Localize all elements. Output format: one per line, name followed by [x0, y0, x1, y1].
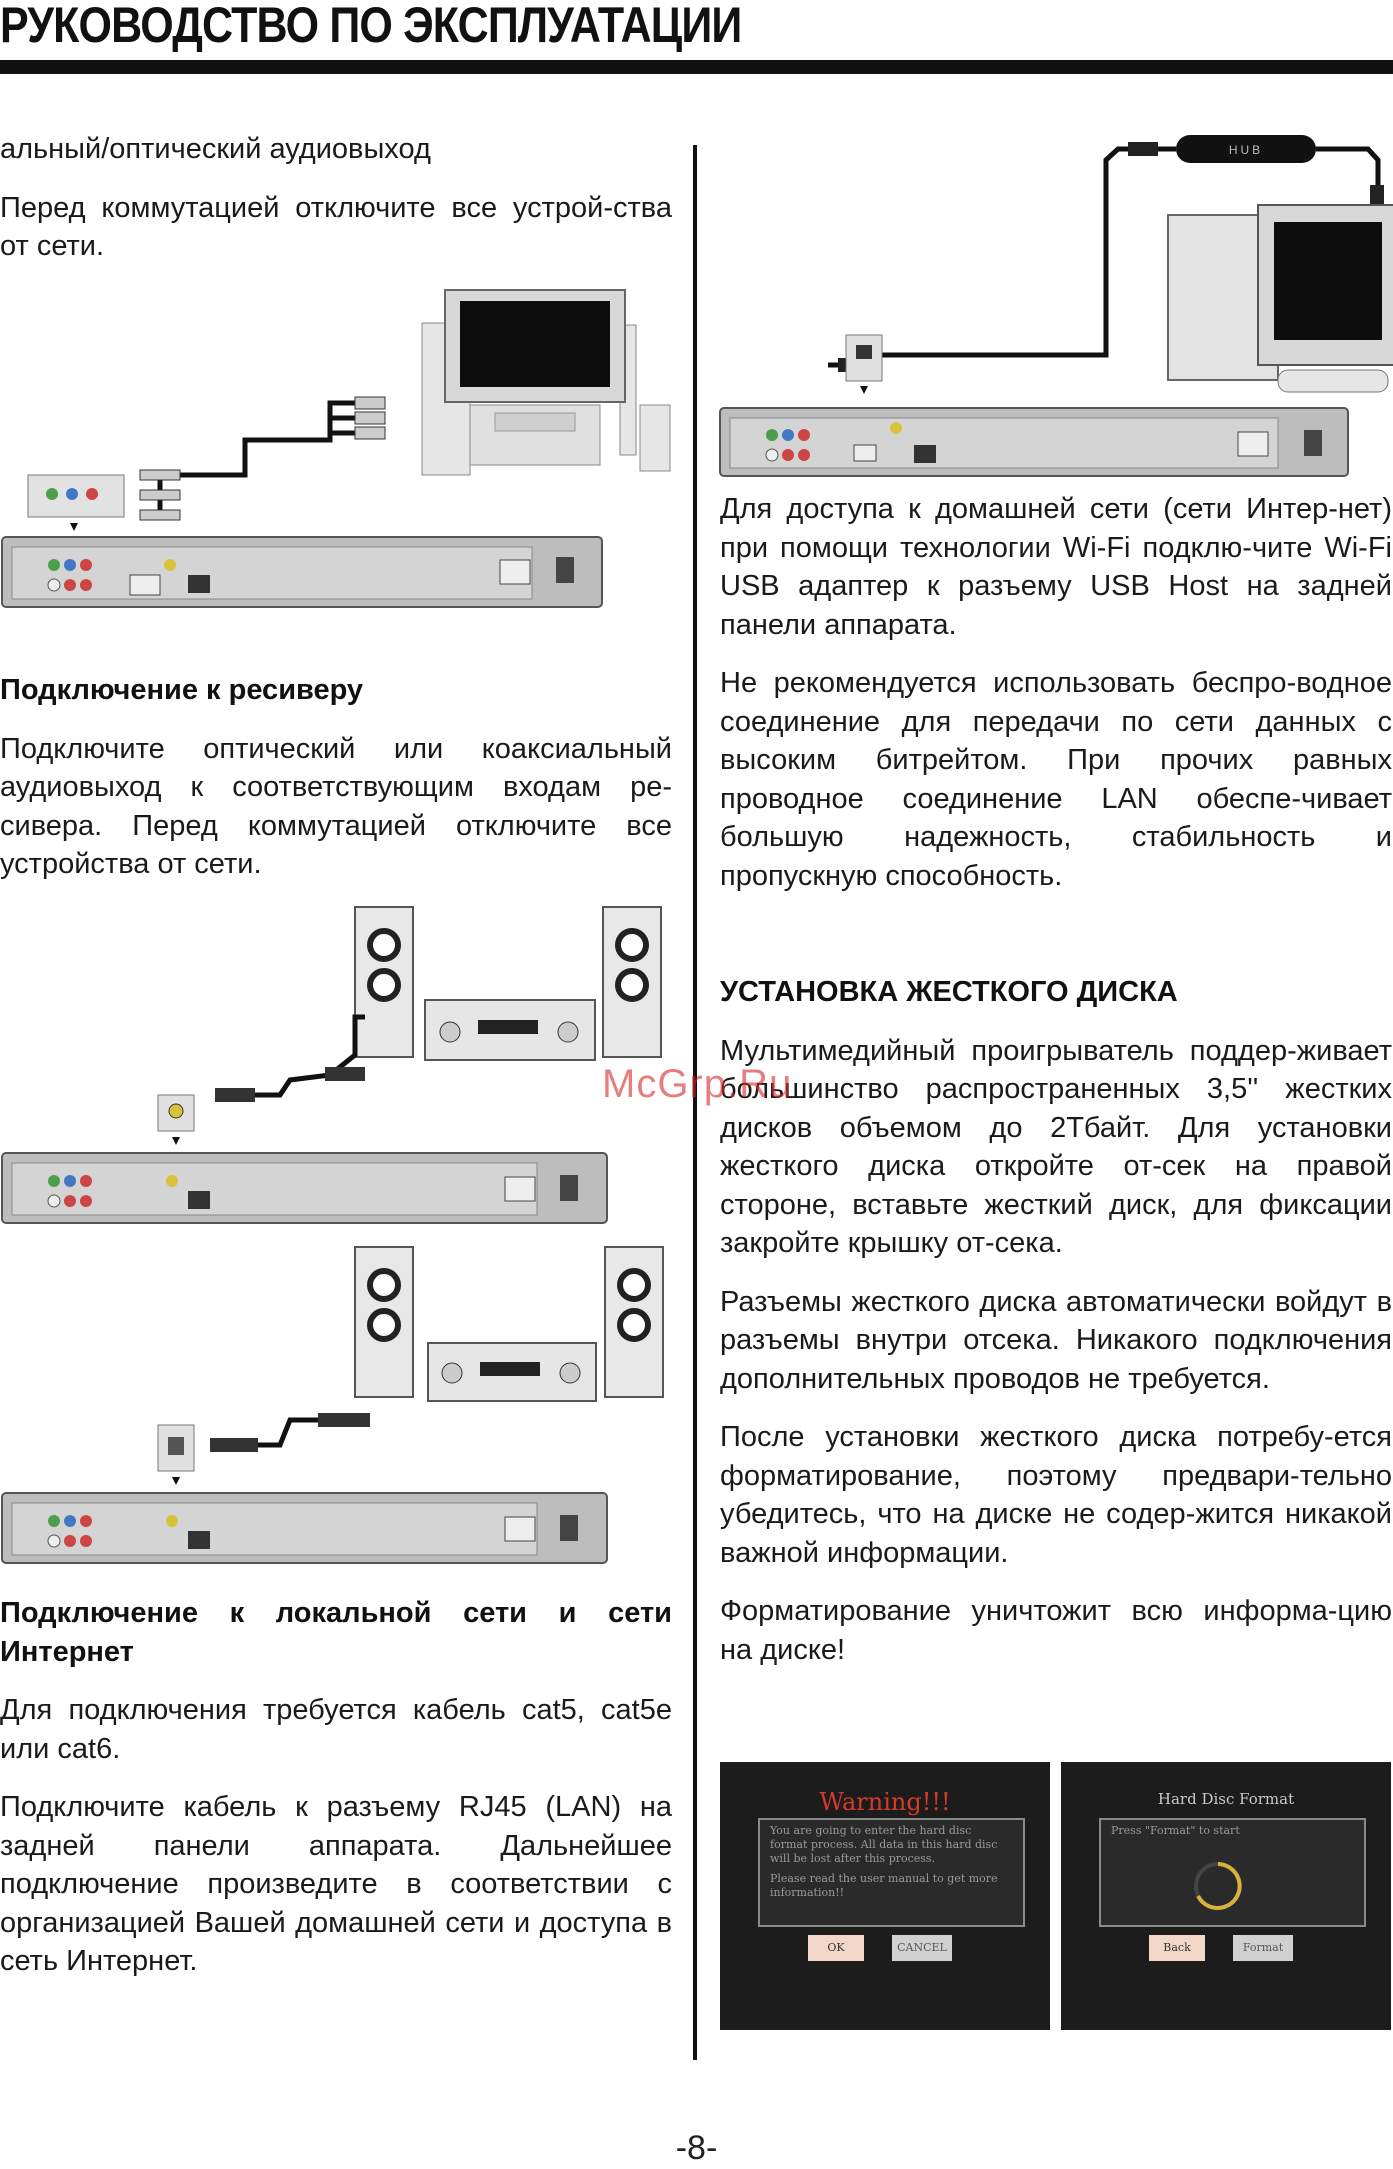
warning-message-box: You are going to enter the hard disc for… [758, 1818, 1025, 1927]
lan-paragraph-1: Для подключения требуется кабель cat5, c… [0, 1694, 672, 1765]
left-intro: альный/оптический аудиовыход Перед комму… [0, 130, 672, 286]
watermark: McGrp.Ru [602, 1062, 793, 1106]
hub-label: HUB [1229, 143, 1263, 157]
format-button[interactable]: Format [1233, 1935, 1293, 1961]
tv-icon [421, 289, 671, 476]
hdd-paragraph-2: Разъемы жесткого диска автоматически вой… [720, 1285, 1392, 1395]
cancel-button[interactable]: CANCEL [892, 1935, 952, 1961]
lan-hub-figure: HUB [718, 130, 1393, 480]
page-title: РУКОВОДСТВО ПО ЭКСПЛУАТАЦИИ [0, 0, 742, 53]
speaker-icon [354, 906, 662, 1058]
lan-port-icon [845, 334, 883, 382]
hdd-paragraph-1: Мультимедийный проигрыватель поддер-жива… [720, 1034, 1392, 1260]
tv-connection-figure [0, 285, 680, 615]
lan-paragraph-2: Подключите кабель к разъему RJ45 (LAN) н… [0, 1791, 672, 1977]
hub-icon: HUB [1176, 135, 1316, 163]
wifi-section: Для доступа к домашней сети (сети Интер-… [720, 490, 1392, 915]
hdd-heading: УСТАНОВКА ЖЕСТКОГО ДИСКА [720, 976, 1178, 1008]
receiver-icon [424, 999, 596, 1061]
format-prompt: Press "Format" to start [1111, 1824, 1240, 1837]
optical-port-icon [157, 1424, 195, 1472]
player-back-panel-icon [1, 536, 603, 608]
column-divider [693, 145, 697, 2060]
receiver-paragraph: Подключите оптический или коаксиальный а… [0, 732, 672, 881]
format-title: Hard Disc Format [1157, 1790, 1295, 1808]
receiver-coax-figure [0, 905, 680, 1235]
warning-dialog: Warning!!! You are going to enter the ha… [720, 1762, 1050, 2030]
computer-icon [1167, 204, 1393, 393]
receiver-section: Подключение к ресиверу Подключите оптиче… [0, 671, 672, 904]
warning-message: You are going to enter the hard disc for… [770, 1824, 998, 1865]
lan-section: Подключение к локальной сети и сети Инте… [0, 1594, 672, 2001]
back-button[interactable]: Back [1149, 1935, 1205, 1961]
wired-paragraph: Не рекомендуется использовать беспро-вод… [720, 667, 1392, 892]
intro-line: альный/оптический аудиовыход [0, 133, 431, 165]
receiver-heading: Подключение к ресиверу [0, 674, 364, 706]
hdd-paragraph-3: После установки жесткого диска потребу-е… [720, 1421, 1392, 1569]
receiver-optical-figure [0, 1245, 680, 1575]
hdd-section: УСТАНОВКА ЖЕСТКОГО ДИСКА Мультимедийный … [720, 973, 1392, 1689]
ok-button[interactable]: OK [808, 1935, 864, 1961]
page-number: -8- [675, 2129, 718, 2167]
warning-title: Warning!!! [819, 1788, 951, 1816]
warning-note: Please read the user manual to get more … [770, 1872, 998, 1899]
intro-paragraph: Перед коммутацией отключите все устрой-с… [0, 191, 672, 263]
title-rule [0, 60, 1393, 74]
hdd-paragraph-4: Форматирование уничтожит всю информа-цию… [720, 1595, 1392, 1666]
spinner-icon [1194, 1862, 1242, 1910]
wifi-paragraph: Для доступа к домашней сети (сети Интер-… [720, 493, 1392, 641]
format-dialog: Hard Disc Format Press "Format" to start… [1061, 1762, 1391, 2030]
lan-heading: Подключение к локальной сети и сети Инте… [0, 1597, 672, 1668]
